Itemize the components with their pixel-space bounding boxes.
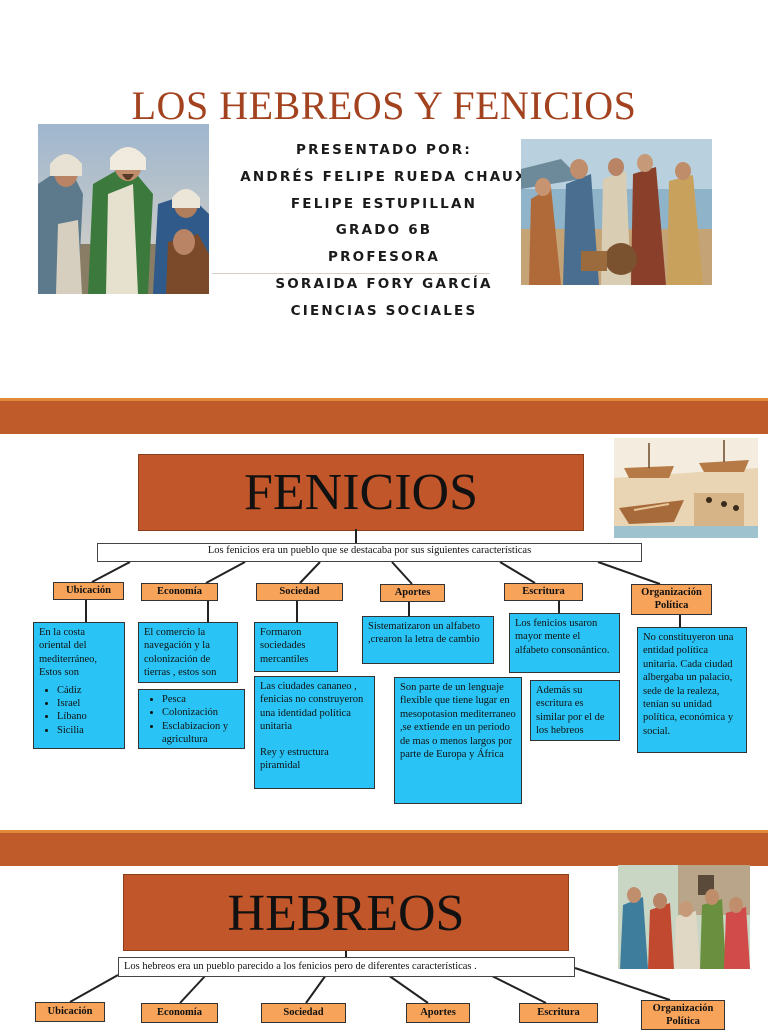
category-ubicacion: Ubicación: [35, 1002, 105, 1022]
hebreos-intro: Los hebreos era un pueblo parecido a los…: [118, 957, 575, 977]
credits-block: PRESENTADO POR: ANDRÉS FELIPE RUEDA CHAU…: [0, 141, 768, 329]
fenicios-intro: Los fenicios era un pueblo que se destac…: [97, 543, 642, 562]
category-economia: Economía: [141, 583, 218, 601]
category-sociedad: Sociedad: [256, 583, 343, 601]
category-escritura: Escritura: [519, 1003, 598, 1023]
escritura-box: Los fenicios usaron mayor mente el alfab…: [509, 613, 620, 673]
sociedad-detail-text: Las ciudades cananeo , fenicias no const…: [260, 681, 364, 733]
category-organizacion: Organización Política: [631, 584, 712, 615]
economia-text: El comercio la navegación y la colonizac…: [144, 627, 217, 679]
section-band: [0, 401, 768, 434]
aportes-detail-text: Son parte de un lenguaje flexible que ti…: [400, 682, 516, 761]
list-item: Líbano: [57, 710, 119, 723]
sociedad-text: Formaron sociedades mercantiles: [260, 627, 309, 665]
sociedad-detail-box: Las ciudades cananeo , fenicias no const…: [254, 676, 375, 789]
list-item: Colonización: [162, 706, 239, 719]
category-escritura: Escritura: [504, 583, 583, 601]
escritura-text: Los fenicios usaron mayor mente el alfab…: [515, 618, 610, 656]
fenicios-title: FENICIOS: [243, 464, 479, 521]
economia-list-box: Pesca Colonización Esclabizacion y agric…: [138, 689, 245, 749]
list-item: Israel: [57, 697, 119, 710]
credits-line: CIENCIAS SOCIALES: [290, 302, 478, 319]
category-aportes: Aportes: [380, 584, 445, 602]
hebrews-illustration: [38, 124, 209, 294]
category-ubicacion: Ubicación: [53, 582, 124, 600]
credits-line: PROFESORA: [327, 249, 441, 266]
hebreos-title-box: HEBREOS: [123, 874, 569, 951]
category-sociedad: Sociedad: [261, 1003, 346, 1023]
escritura-detail-text: Además su escritura es similar por el de…: [536, 685, 605, 737]
slide-title: LOS HEBREOS Y FENICIOS: [131, 83, 637, 128]
credits-line: GRADO 6B: [335, 222, 433, 239]
category-economia: Economía: [141, 1003, 218, 1023]
sociedad-structure-text: Rey y estructura piramidal: [260, 746, 329, 772]
divider: [0, 398, 768, 401]
category-aportes: Aportes: [406, 1003, 470, 1023]
ubicacion-box: En la costa oriental del mediterráneo, E…: [33, 622, 125, 749]
credits-line: PRESENTADO POR:: [296, 142, 472, 158]
list-item: Esclabizacion y agricultura: [162, 720, 239, 747]
aportes-text: Sistematizaron un alfabeto ,crearon la l…: [368, 621, 480, 646]
list-item: Cádiz: [57, 684, 119, 697]
list-item: Sicilia: [57, 724, 119, 737]
organizacion-text: No constituyeron una entidad política un…: [643, 632, 734, 737]
sociedad-box: Formaron sociedades mercantiles: [254, 622, 338, 672]
credits-line: SORAIDA FORY GARCÍA: [275, 275, 493, 292]
ubicacion-text: En la costa oriental del mediterráneo, E…: [39, 627, 98, 679]
divider: [212, 273, 490, 274]
fenicios-title-box: FENICIOS: [138, 454, 584, 531]
credits-line: ANDRÉS FELIPE RUEDA CHAUX: [240, 168, 528, 185]
divider: [0, 830, 768, 833]
aportes-detail-box: Son parte de un lenguaje flexible que ti…: [394, 677, 522, 804]
credits-line: FELIPE ESTUPILLAN: [290, 195, 478, 212]
economia-box: El comercio la navegación y la colonizac…: [138, 622, 238, 683]
hebrews-group-illustration: [618, 865, 750, 969]
escritura-detail-box: Además su escritura es similar por el de…: [530, 680, 620, 741]
organizacion-box: No constituyeron una entidad política un…: [637, 627, 747, 753]
ships-illustration: [614, 438, 758, 538]
phoenicians-illustration: [521, 139, 712, 285]
list-item: Pesca: [162, 693, 239, 706]
section-band: [0, 833, 768, 866]
category-organizacion: Organización Política: [641, 1000, 725, 1030]
aportes-box: Sistematizaron un alfabeto ,crearon la l…: [362, 616, 494, 664]
hebreos-title: HEBREOS: [227, 885, 465, 942]
